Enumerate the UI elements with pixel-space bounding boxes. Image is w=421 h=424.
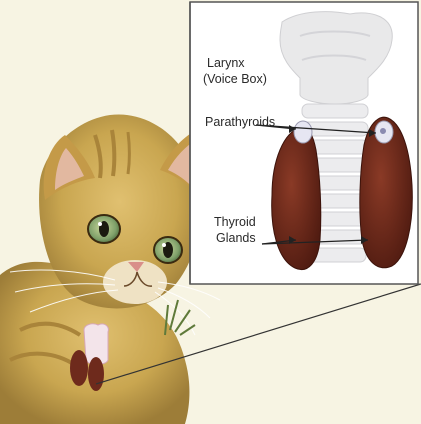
label-voice-box: (Voice Box) [203,72,267,87]
cat-stripe [128,132,130,174]
label-thyroid: Thyroid [214,215,256,230]
parathyroid-right-dot [380,128,386,134]
cat-right-eye-highlight [162,243,166,247]
label-larynx: Larynx [207,56,245,71]
parathyroid-left [294,121,312,143]
mini-thyroid-left [70,350,88,386]
label-glands: Glands [216,231,256,246]
cat-stripe [112,130,114,176]
cat-left-eye-highlight [98,222,102,226]
label-parathyroids: Parathyroids [205,115,275,130]
trachea-ring [302,104,368,118]
mini-thyroid-right [88,357,104,391]
